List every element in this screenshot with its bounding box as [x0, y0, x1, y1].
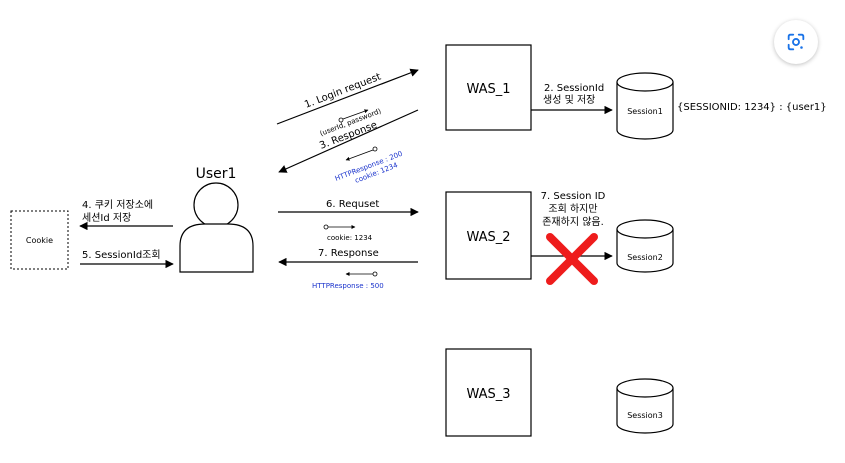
session3-label: Session3: [627, 411, 663, 420]
was3-server: WAS_3: [445, 348, 532, 437]
step7-message-icon: [345, 271, 378, 277]
was2-label: WAS_2: [466, 230, 510, 245]
cookie-label: Cookie: [26, 236, 53, 245]
was2-server: WAS_2: [445, 191, 532, 280]
step7-note-line3: 존재하지 않음.: [542, 215, 604, 228]
arrow-step1: [276, 68, 419, 125]
step7-response-label: 7. Response: [318, 248, 379, 259]
google-lens-button[interactable]: [774, 20, 818, 64]
arrow-step3: [278, 109, 419, 173]
step6-message-icon: [323, 224, 356, 230]
step4-label-line1: 4. 쿠키 저장소에: [82, 199, 153, 211]
google-lens-icon: [787, 33, 805, 51]
step7-note-line1: 7. Session ID: [541, 191, 606, 202]
cookie-store: Cookie: [10, 210, 69, 270]
was1-server: WAS_1: [445, 44, 532, 131]
user-actor: User1: [179, 166, 254, 273]
session1-label: Session1: [627, 107, 663, 116]
was1-label: WAS_1: [466, 82, 510, 97]
session2-db-icon: Session2: [616, 219, 674, 273]
step6-cookie: cookie: 1234: [327, 234, 373, 242]
step1-label: 1. Login request: [303, 72, 383, 111]
session2-label: Session2: [627, 253, 663, 262]
step1-message-icon: [338, 109, 369, 123]
step2-label-line2: 생성 및 저장: [543, 94, 595, 106]
session3-db-icon: Session3: [616, 378, 674, 434]
was3-label: WAS_3: [466, 387, 510, 402]
step6-label: 6. Requset: [326, 199, 379, 210]
user-label: User1: [196, 166, 237, 182]
step5-label: 5. SessionId조회: [82, 249, 161, 261]
user-body-icon: [179, 223, 254, 273]
step2-label-line1: 2. SessionId: [544, 83, 604, 94]
step7-note-line2: 조회 하지만: [548, 202, 597, 215]
step7-http-status: HTTPResponse : 500: [312, 282, 384, 290]
step4-label-line2: 세션Id 저장: [82, 212, 131, 224]
session1-db-icon: Session1: [616, 72, 674, 140]
session1-value: {SESSIONID: 1234} : {user1}: [677, 102, 827, 113]
error-cross-icon: [546, 233, 598, 285]
step3-message-icon: [345, 146, 378, 161]
user-head-icon: [193, 182, 239, 228]
